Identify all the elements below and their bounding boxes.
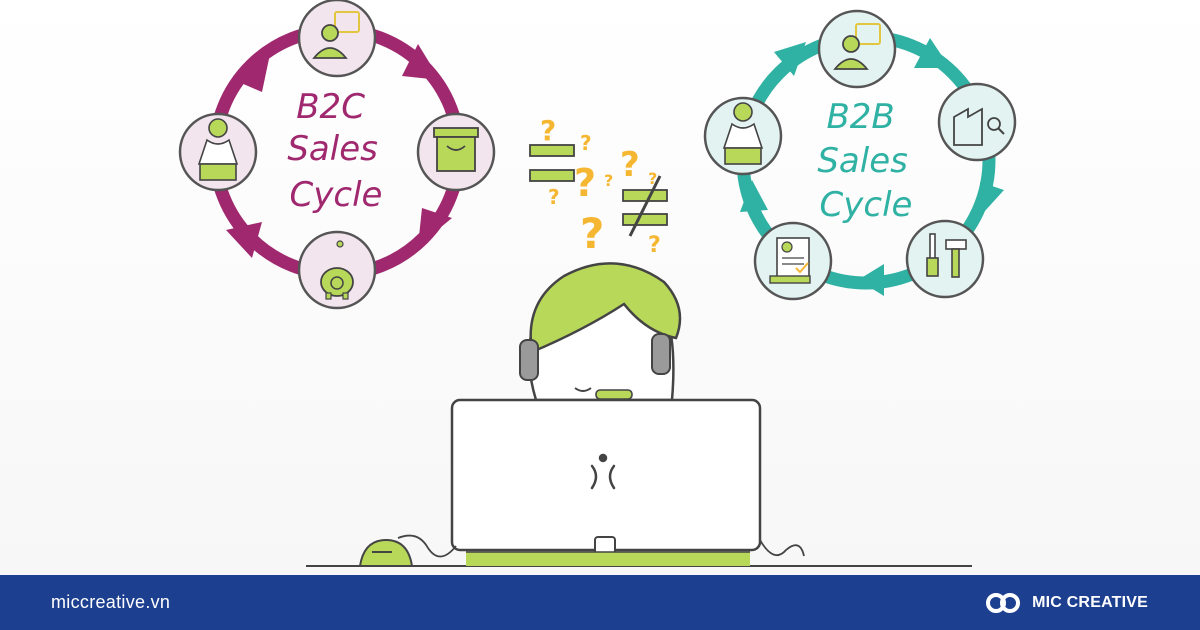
b2b-node-user-chat	[817, 9, 897, 89]
mouse-cable	[397, 534, 457, 558]
user-chat-icon	[312, 11, 360, 59]
brand-logo-icon	[986, 592, 1021, 613]
b2c-node-box	[416, 112, 496, 192]
question-mark: ?	[580, 131, 592, 155]
not-equal-sign	[622, 175, 668, 237]
box-icon	[433, 127, 479, 172]
monitor	[450, 398, 762, 552]
b2c-node-user-chat	[297, 0, 377, 78]
monitor-cable	[759, 539, 805, 557]
b2c-node-agent	[178, 112, 258, 192]
headset-left	[519, 339, 539, 381]
b2b-title-line3: Cycle	[820, 185, 913, 225]
b2c-title-line1: B2C	[296, 87, 365, 127]
question-mark: ?	[580, 209, 604, 258]
support-agent-icon	[197, 118, 239, 181]
b2b-arrow-top-left	[774, 42, 806, 76]
comparison-symbols: ? ? ? ? ? ? ? ? ?	[529, 114, 668, 258]
sales-cycle-illustration: B2C Sales Cycle	[0, 0, 1200, 575]
person-hair	[529, 262, 682, 354]
svg-text:B2B Sales Cycle: B2B Sales Cycle	[817, 97, 918, 225]
b2b-node-tools	[905, 219, 985, 299]
monitor-logo-icon	[590, 453, 616, 490]
footer-bar: miccreative.vn MIC CREATIVE	[0, 575, 1200, 630]
b2c-title-line2: Sales	[287, 129, 378, 169]
equals-sign	[529, 144, 575, 182]
question-mark: ?	[574, 161, 596, 205]
b2b-title-line2: Sales	[817, 141, 908, 181]
support-agent-icon	[722, 102, 764, 165]
question-mark: ?	[620, 145, 640, 185]
brand-name: MIC CREATIVE	[1032, 593, 1148, 611]
b2c-arrow-top-right	[402, 44, 440, 80]
question-mark: ?	[548, 185, 560, 209]
b2c-arrow-top-left	[234, 54, 270, 92]
b2c-node-piggy	[297, 230, 377, 310]
b2b-arrow-bottom	[858, 264, 884, 296]
b2b-node-factory	[937, 82, 1017, 162]
b2b-cycle: B2B Sales Cycle	[703, 9, 1017, 301]
b2c-arrow-bottom-left	[226, 222, 262, 258]
b2c-title-line3: Cycle	[290, 175, 383, 215]
headset-right	[651, 333, 671, 375]
person-at-computer	[306, 262, 972, 567]
svg-text:B2C Sales Cycle: B2C Sales Cycle	[287, 87, 388, 215]
keyboard	[466, 552, 750, 566]
b2b-node-contract	[753, 221, 833, 301]
b2b-node-agent	[703, 96, 783, 176]
question-mark: ?	[604, 171, 613, 190]
question-mark: ?	[648, 169, 657, 188]
b2c-arrow-bottom-right	[418, 208, 452, 246]
tools-icon	[926, 233, 967, 278]
b2b-arrow-right	[980, 182, 1004, 212]
question-mark: ?	[648, 233, 661, 258]
b2b-arrow-left	[740, 180, 768, 212]
b2b-title-line1: B2B	[826, 97, 894, 137]
b2c-cycle: B2C Sales Cycle	[178, 0, 496, 310]
contract-icon	[769, 237, 811, 284]
footer-brand: MIC CREATIVE	[984, 575, 1148, 630]
user-chat-icon	[833, 23, 881, 70]
question-mark: ?	[540, 114, 556, 147]
piggy-bank-icon	[320, 240, 354, 300]
factory-search-icon	[953, 107, 1005, 146]
footer-url[interactable]: miccreative.vn	[51, 592, 171, 612]
b2b-arrow-top-right	[914, 38, 950, 68]
